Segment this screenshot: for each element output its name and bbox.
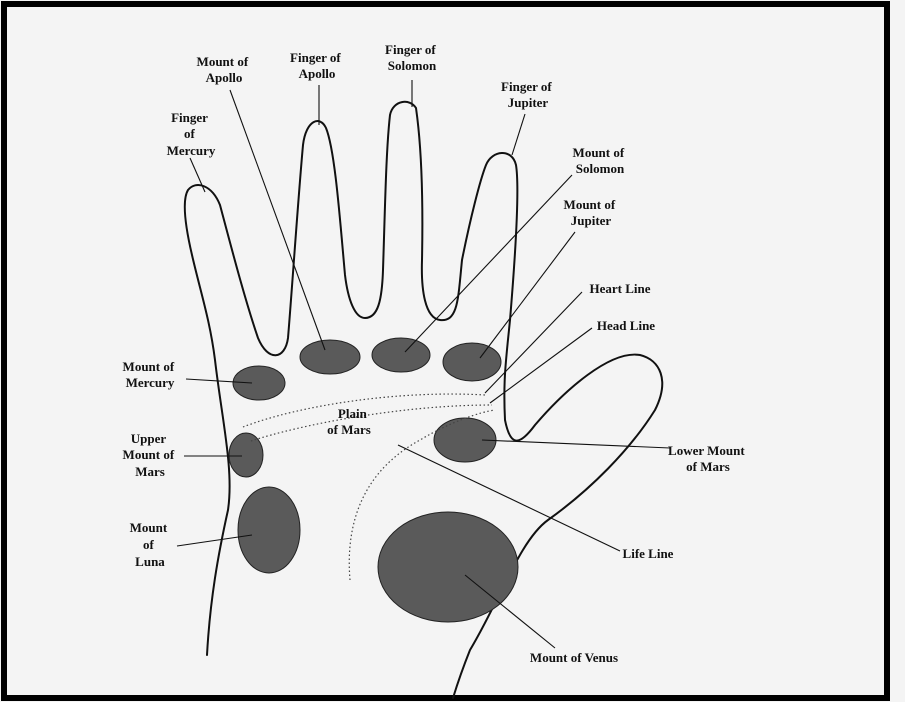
mount-of-solomon-marker xyxy=(372,338,430,372)
mount-of-mercury-marker xyxy=(233,366,285,400)
label-mount-of-solomon: Mount of Solomon xyxy=(573,145,628,176)
label-mount-of-mercury: Mount of Mercury xyxy=(123,359,178,390)
leader-mount-apollo xyxy=(230,90,325,350)
label-mount-of-apollo: Mount of Apollo xyxy=(197,54,252,85)
label-life-line: Life Line xyxy=(623,546,674,561)
mount-of-venus-marker xyxy=(378,512,518,622)
leader-finger-jupiter xyxy=(512,114,525,155)
label-finger-of-mercury: Finger of Mercury xyxy=(167,110,216,158)
leader-mount-jupiter xyxy=(480,232,575,358)
label-heart-line: Heart Line xyxy=(589,281,650,296)
label-finger-of-apollo: Finger of Apollo xyxy=(290,50,344,81)
label-mount-of-venus: Mount of Venus xyxy=(530,650,618,665)
label-finger-of-solomon: Finger of Solomon xyxy=(385,42,439,73)
label-finger-of-jupiter: Finger of Jupiter xyxy=(501,79,555,110)
leader-mount-solomon xyxy=(405,175,572,352)
label-head-line: Head Line xyxy=(597,318,655,333)
label-lower-mount-of-mars: Lower Mount of Mars xyxy=(668,443,748,474)
label-mount-of-jupiter: Mount of Jupiter xyxy=(564,197,619,228)
leader-heart-line xyxy=(485,292,582,393)
label-mount-of-luna: Mount of Luna xyxy=(130,520,171,569)
mount-of-apollo-marker xyxy=(300,340,360,374)
label-plain-of-mars: Plain of Mars xyxy=(327,406,371,437)
mount-of-luna-marker xyxy=(238,487,300,573)
label-upper-mount-of-mars: Upper Mount of Mars xyxy=(123,431,178,479)
mount-of-jupiter-marker xyxy=(443,343,501,381)
upper-mount-of-mars-marker xyxy=(229,433,263,477)
leader-lower-mount-mars xyxy=(482,440,670,448)
